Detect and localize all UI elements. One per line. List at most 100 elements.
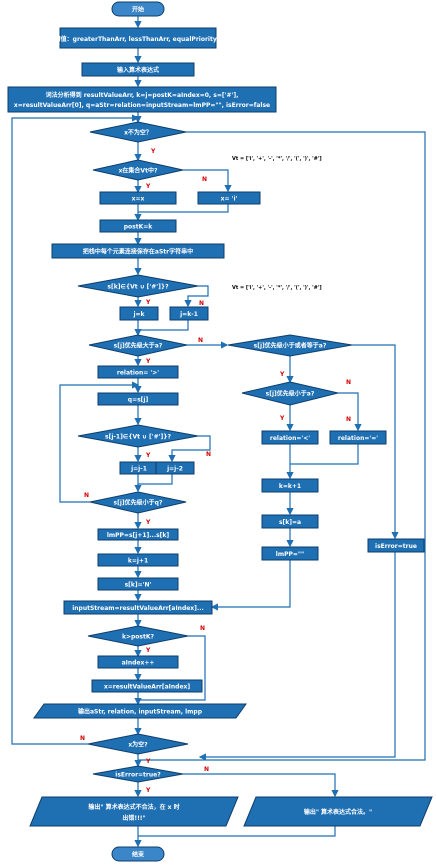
yes-label: Y	[145, 358, 151, 365]
node-cond-lt: s[j]优先级小于a?	[241, 381, 339, 406]
output-step-label: 输出aStr, relation, inputStream, lmpp	[78, 708, 203, 716]
node-cond-sj1-in-vt: s[j-1]∈{Vt ∪ ['#']}?	[77, 424, 199, 448]
node-q-sj: q=s[j]	[97, 392, 179, 406]
node-out-ok: 输出" 算术表达式合法。"	[243, 796, 433, 827]
init-label: 置初值：greaterThanArr, lessThanArr, equalPr…	[49, 35, 228, 43]
sk-n-label: s[k]='N'	[125, 582, 152, 589]
cond-x-not-empty-label: x不为空？	[124, 129, 152, 137]
cond-x-in-vt-label: x在集合Vt中?	[119, 167, 158, 175]
node-input-stream: inputStream=resultValueArr[aIndex]...	[63, 600, 213, 615]
yes-label: Y	[145, 452, 151, 459]
connectors	[11, 16, 426, 848]
q-sj-label: q=s[j]	[128, 397, 149, 404]
cond-gt-label: s[j]优先级大于a?	[114, 342, 163, 350]
node-j-minus2: j=j-2	[155, 461, 195, 475]
node-lmpp-empty: lmPP=""	[261, 546, 319, 561]
node-store-stack: 把栈中每个元素连接保存在aStr字符串中	[51, 243, 225, 259]
node-j-eq-k: j=k	[119, 306, 159, 321]
no-label: N	[346, 379, 351, 386]
end-label: 结束	[132, 851, 145, 859]
j-eq-k-label: j=k	[132, 311, 145, 318]
cond-k-postk-label: k>postK?	[122, 634, 155, 641]
node-init: 置初值：greaterThanArr, lessThanArr, equalPr…	[49, 27, 228, 49]
node-j-eq-k-minus: j=k-1	[169, 306, 209, 321]
node-relation-gt: relation= '>'	[97, 365, 179, 379]
node-cond-x-empty: x为空?	[87, 733, 189, 755]
node-assign-x: x=x	[99, 191, 177, 205]
node-x-next: x=resultValueArr[aIndex]	[91, 679, 203, 693]
input-stream-label: inputStream=resultValueArr[aIndex]...	[72, 605, 204, 612]
j-eq-k-minus-label: j=k-1	[179, 311, 198, 318]
yes-label: Y	[145, 758, 151, 765]
cond-lt-label: s[j]优先级小于a?	[266, 390, 315, 398]
out-error-label-1: 输出" 算术表达式不合法，在 x 时	[88, 803, 179, 811]
node-cond-sj-lt-q: s[j]优先级小于q?	[89, 491, 187, 514]
cond-sj1-in-vt-label: s[j-1]∈{Vt ∪ ['#']}?	[105, 434, 171, 441]
yes-label: Y	[279, 415, 285, 422]
no-label: N	[204, 766, 209, 773]
input-label: 输入算术表达式	[117, 66, 159, 74]
node-cond-k-postk: k>postK?	[87, 625, 189, 647]
aindex-inc-label: aIndex++	[122, 660, 155, 667]
lex-label-2: x=resultValueArr[0], q=aStr=relation=inp…	[14, 102, 270, 109]
node-sk-a: s[k]=a	[261, 514, 319, 529]
vt-set-note-2: Vt = ['i', '+', '-', '*', '/', '(', ')',…	[232, 285, 322, 291]
yes-label: Y	[145, 519, 151, 526]
is-error-true-label: isError=true	[375, 543, 417, 550]
j-minus2-label: j=j-2	[166, 466, 183, 473]
relation-lt-label: relation='<'	[270, 435, 310, 442]
branch-labels: Y N Y Y N Y N Y N N Y Y N Y N Y N N Y Y …	[80, 148, 351, 794]
sk-a-label: s[k]=a	[279, 519, 301, 526]
node-j-minus1: j=j-1	[119, 461, 159, 475]
assign-i-label: x= 'i'	[221, 196, 238, 203]
node-postk: postK=k	[99, 219, 177, 233]
cond-x-empty-label: x为空?	[128, 741, 148, 749]
store-stack-label: 把栈中每个元素连接保存在aStr字符串中	[83, 248, 193, 256]
k-j1-label: k=j+1	[128, 558, 148, 565]
no-label: N	[198, 337, 203, 344]
node-lmpp-assign: lmPP=s[j+1]...s[k]	[97, 528, 179, 541]
node-k-j1: k=j+1	[97, 553, 179, 567]
node-assign-i: x= 'i'	[197, 191, 261, 205]
yes-label: Y	[145, 647, 151, 654]
postk-label: postK=k	[124, 224, 154, 231]
node-cond-x-not-empty: x不为空？	[89, 121, 187, 143]
node-cond-is-error: isError=true?	[92, 765, 184, 783]
k-k1-label: k=k+1	[279, 483, 301, 490]
node-input: 输入算术表达式	[81, 62, 195, 77]
yes-label: Y	[145, 183, 151, 190]
x-next-label: x=resultValueArr[aIndex]	[104, 684, 191, 691]
relation-gt-label: relation= '>'	[117, 370, 159, 377]
node-end: 结束	[111, 846, 165, 862]
node-k-k1: k=k+1	[261, 478, 319, 493]
node-cond-x-in-vt: x在集合Vt中?	[92, 159, 184, 181]
out-error-label-2: 出错!!!"	[122, 814, 145, 822]
relation-eq-label: relation='='	[338, 435, 378, 442]
node-cond-gt: s[j]优先级大于a?	[88, 334, 188, 357]
node-relation-eq: relation='='	[329, 430, 387, 445]
yes-label: Y	[145, 787, 151, 794]
node-relation-lt: relation='<'	[261, 430, 319, 445]
no-label: N	[199, 300, 204, 307]
out-ok-label: 输出" 算术表达式合法。"	[304, 808, 372, 816]
node-cond-sk-in-vt: s[k]∈{Vt ∪ ['#']}?	[77, 274, 199, 298]
node-output-step: 输出aStr, relation, inputStream, lmpp	[33, 703, 247, 719]
no-label: N	[84, 492, 89, 499]
lex-label-1: 词法分析得到 resultValueArr, k=j=postK=aIndex=…	[46, 91, 239, 99]
no-label: N	[346, 416, 351, 423]
yes-label: Y	[150, 148, 156, 155]
lmpp-empty-label: lmPP=""	[276, 551, 304, 558]
start-label: 开始	[132, 6, 144, 14]
no-label: N	[200, 625, 205, 632]
yes-label: Y	[145, 299, 151, 306]
node-out-error: 输出" 算术表达式不合法，在 x 时 出错!!!"	[29, 796, 239, 827]
assign-x-label: x=x	[132, 196, 145, 203]
j-minus1-label: j=j-1	[130, 466, 147, 473]
node-start: 开始	[111, 1, 165, 17]
node-aindex-inc: aIndex++	[97, 655, 179, 669]
cond-is-error-label: isError=true?	[115, 772, 161, 779]
cond-le-label: s[j]优先级小于或者等于a?	[254, 342, 327, 350]
no-label: N	[80, 735, 85, 742]
vt-set-note: Vt = ['i', '+', '-', '*', '/', '(', ')',…	[232, 156, 322, 162]
